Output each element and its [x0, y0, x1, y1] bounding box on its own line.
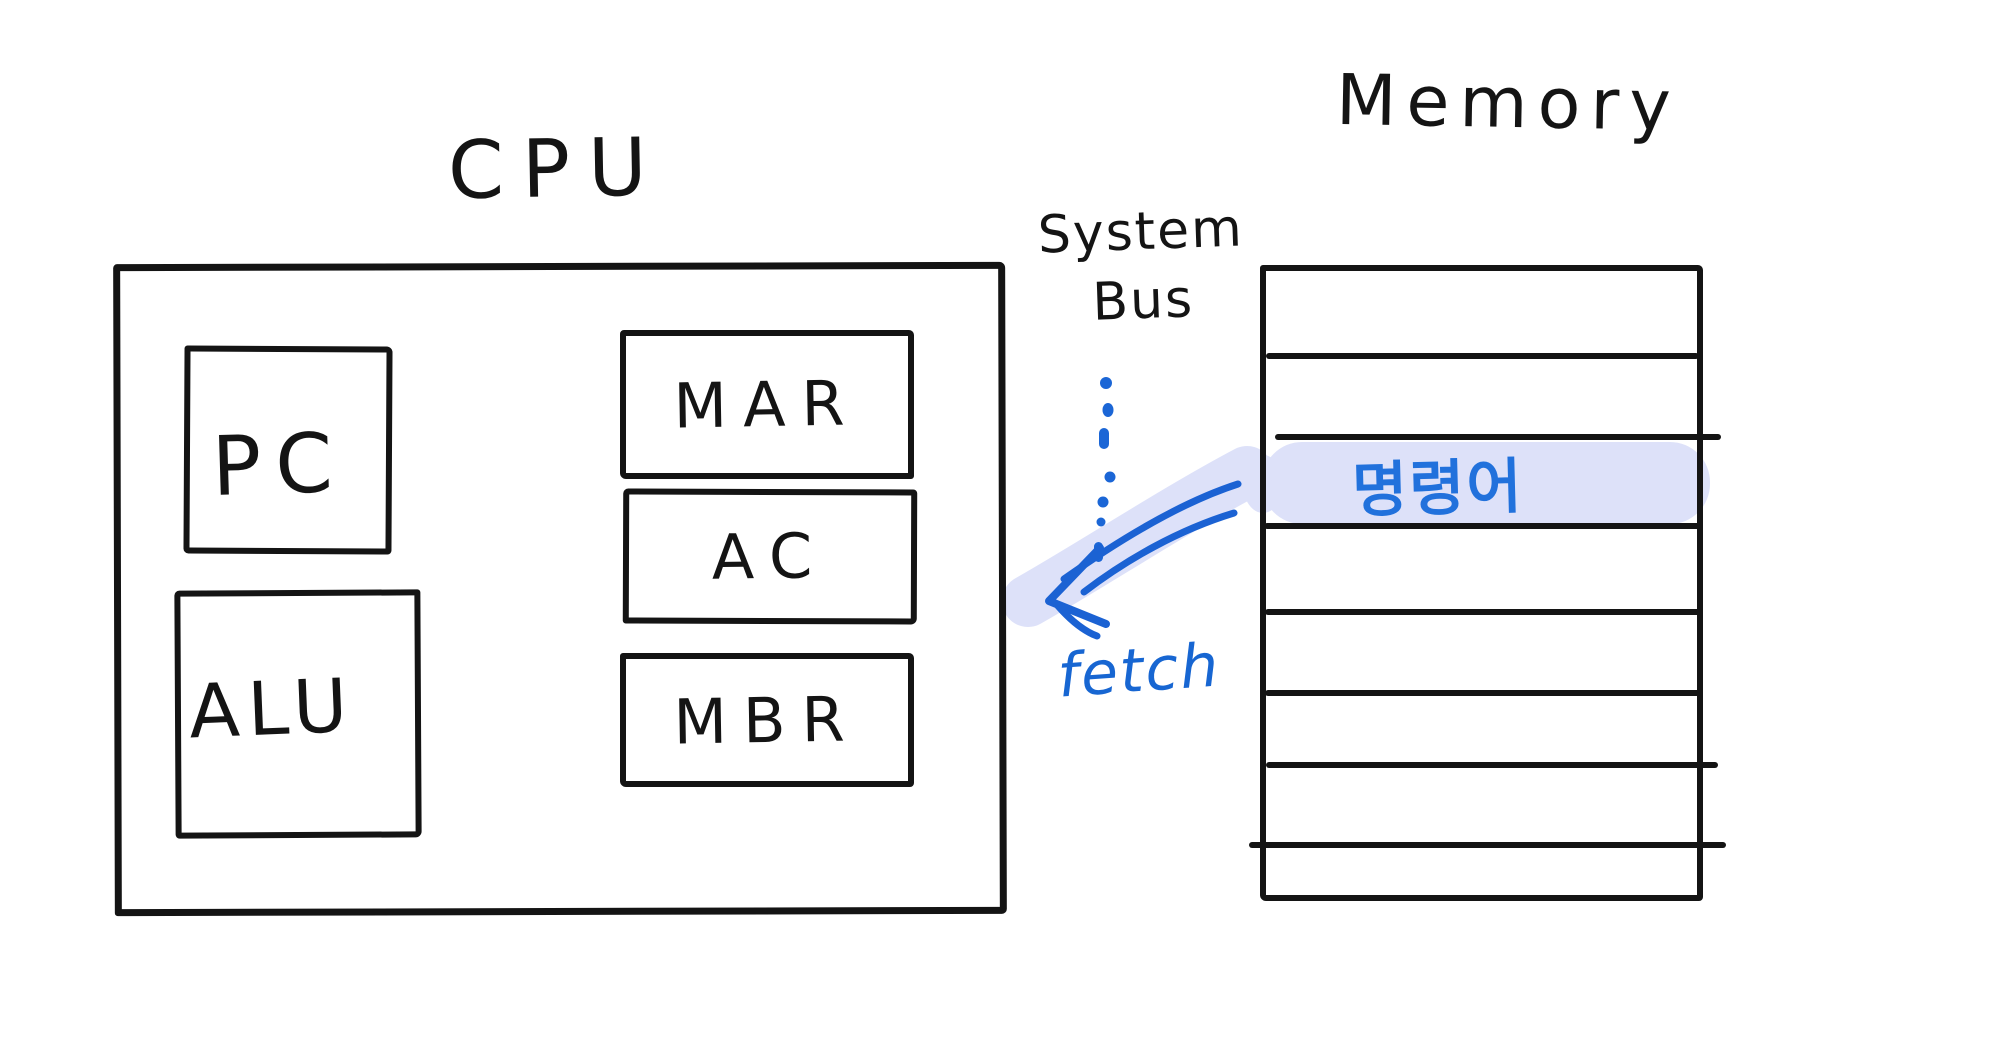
system-bus-label-line1: System: [1036, 198, 1245, 266]
system-bus-label-line2: Bus: [1091, 268, 1196, 333]
memory-row-line: [1265, 609, 1700, 615]
register-box-mar: MAR: [620, 330, 914, 479]
memory-row-line: [1266, 762, 1718, 768]
memory-title: Memory: [1335, 58, 1682, 147]
memory-box: [1260, 265, 1703, 901]
register-box-pc: PC: [183, 345, 393, 555]
system-bus-label: System Bus: [1032, 194, 1253, 339]
memory-row-line: [1264, 523, 1702, 529]
fetch-arrow: [1045, 480, 1242, 640]
register-box-ac: AC: [622, 488, 918, 625]
fetch-label: fetch: [1055, 630, 1223, 712]
register-label-mbr: MBR: [672, 681, 862, 759]
memory-row-line: [1266, 353, 1699, 359]
register-label-pc: PC: [210, 415, 349, 515]
memory-row-line: [1275, 434, 1721, 440]
memory-row-line: [1249, 842, 1726, 848]
cpu-title: CPU: [447, 120, 666, 218]
register-box-alu: ALU: [174, 589, 422, 839]
register-label-ac: AC: [711, 519, 829, 594]
register-label-alu: ALU: [187, 662, 357, 756]
arrowhead: [1045, 544, 1110, 628]
memory-row-line: [1265, 690, 1702, 696]
register-box-mbr: MBR: [620, 653, 914, 787]
memory-highlighted-row: 명령어: [1262, 442, 1710, 526]
register-label-mar: MAR: [672, 366, 862, 443]
